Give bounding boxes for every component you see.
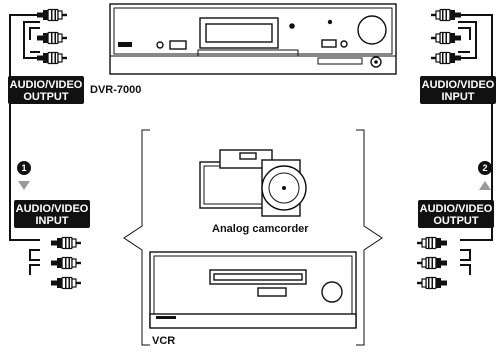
cable-right — [458, 14, 493, 275]
camcorder-caption: Analog camcorder — [212, 223, 309, 235]
plugs-recorder-left — [36, 8, 68, 65]
step-2-number: 2 — [482, 163, 487, 173]
cable-left — [9, 14, 40, 275]
label-line: AUDIO/VIDEO — [16, 203, 89, 215]
step-marker-2: 2 — [478, 161, 492, 190]
label-line: INPUT — [36, 215, 69, 227]
step-marker-1: 1 — [17, 161, 31, 190]
label-line: AUDIO/VIDEO — [10, 79, 83, 91]
label-source-input: AUDIO/VIDEO INPUT — [14, 200, 90, 228]
label-recorder-output: AUDIO/VIDEO OUTPUT — [8, 76, 84, 104]
step-1-number: 1 — [21, 163, 26, 173]
label-line: INPUT — [442, 91, 475, 103]
plugs-source-left — [50, 236, 82, 290]
label-line: AUDIO/VIDEO — [420, 203, 493, 215]
source-devices-bracket — [123, 129, 383, 346]
label-line: OUTPUT — [433, 215, 479, 227]
label-recorder-input: AUDIO/VIDEO INPUT — [420, 76, 496, 104]
label-line: OUTPUT — [23, 91, 69, 103]
recorder-caption: DVR-7000 — [90, 84, 141, 96]
plugs-recorder-right — [431, 10, 461, 64]
label-line: AUDIO/VIDEO — [422, 79, 495, 91]
plugs-source-right — [417, 238, 447, 289]
label-source-output: AUDIO/VIDEO OUTPUT — [418, 200, 494, 228]
vcr-icon — [149, 251, 357, 329]
camcorder-icon — [199, 149, 307, 217]
dvd-recorder-icon — [109, 3, 397, 75]
vcr-caption: VCR — [152, 335, 175, 347]
